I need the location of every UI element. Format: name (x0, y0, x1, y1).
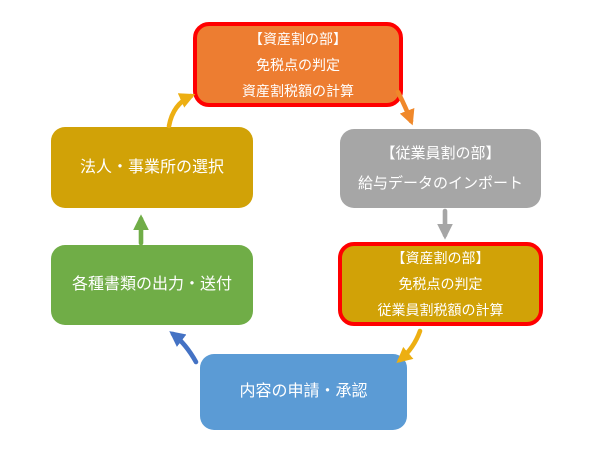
node-select-corporation: 法人・事業所の選択 (51, 127, 253, 208)
node-line: 免税点の判定 (398, 276, 483, 292)
node-apply-approve: 内容の申請・承認 (200, 354, 407, 430)
node-output-send: 各種書類の出力・送付 (51, 245, 253, 325)
arrow-up-left-icon (169, 331, 199, 365)
node-line: 法人・事業所の選択 (79, 158, 224, 176)
node-line: 免税点の判定 (256, 56, 340, 73)
node-line: 【資産割の部】 (391, 250, 490, 266)
node-line: 給与データのインポート (357, 174, 523, 192)
node-line: 各種書類の出力・送付 (71, 276, 232, 293)
arrow-down-right-icon (395, 89, 415, 126)
arrow-up-right-icon (166, 93, 196, 129)
arrow-up-icon (133, 214, 149, 246)
node-line: 【資産割の部】 (249, 30, 347, 47)
node-line: 【従業員割の部】 (380, 144, 501, 162)
node-asset-part-top: 【資産割の部】 免税点の判定 資産割税額の計算 (193, 22, 403, 107)
node-line: 従業員割税額の計算 (377, 302, 504, 318)
arrow-down-icon (437, 208, 453, 240)
node-asset-part-right: 【資産割の部】 免税点の判定 従業員割税額の計算 (338, 242, 543, 326)
arrow-down-left-icon (396, 328, 423, 364)
node-employee-part-import: 【従業員割の部】 給与データのインポート (340, 129, 541, 208)
node-line: 資産割税額の計算 (242, 82, 354, 99)
node-line: 内容の申請・承認 (239, 383, 368, 400)
